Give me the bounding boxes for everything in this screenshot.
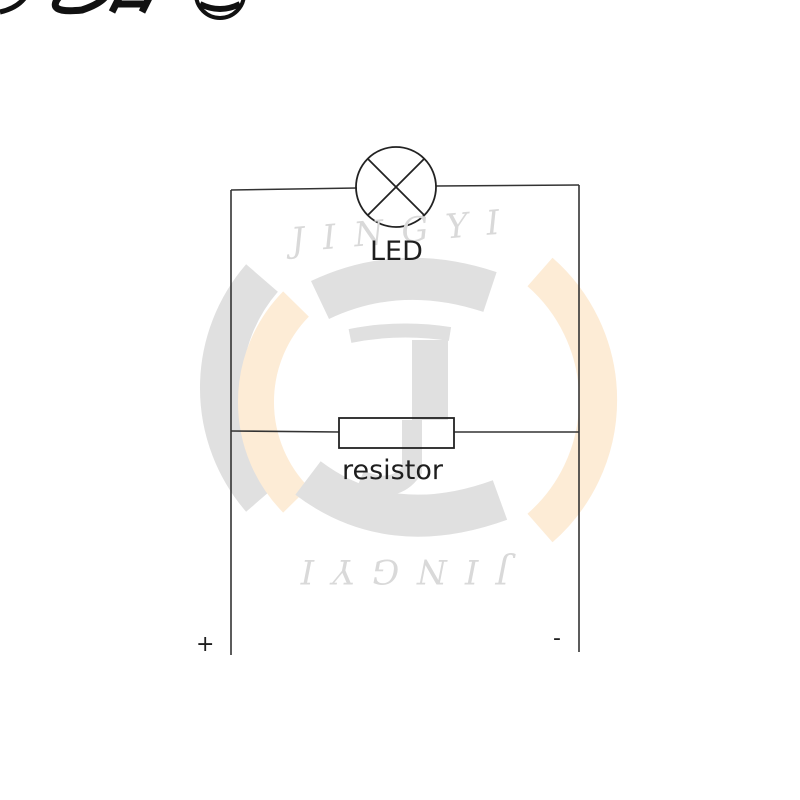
watermark-j-bar xyxy=(348,323,452,343)
led-cross-b xyxy=(367,158,425,216)
wires xyxy=(230,184,580,655)
negative-terminal-label: - xyxy=(553,626,561,651)
watermark-text-bottom: JINGYI xyxy=(283,551,516,591)
watermark-c-top xyxy=(310,257,497,320)
watermark-orange-right-arc xyxy=(527,257,618,543)
wire-top-left xyxy=(230,187,358,191)
resistor-label: resistor xyxy=(342,455,443,486)
watermark-grey-left-arc xyxy=(200,264,279,512)
watermark-j-hook xyxy=(356,420,422,496)
watermark-c-bottom xyxy=(295,460,508,537)
wire-top-right xyxy=(435,184,580,187)
watermark-orange-left-arc xyxy=(238,291,310,513)
watermark-logo xyxy=(200,257,618,543)
resistor-symbol xyxy=(338,417,455,449)
positive-terminal-label: + xyxy=(196,632,215,657)
led-label: LED xyxy=(370,236,423,267)
wire-middle-left xyxy=(230,430,340,433)
watermark-j-stem xyxy=(412,340,448,420)
led-circle xyxy=(355,146,437,228)
led-symbol xyxy=(355,146,437,228)
corner-logo xyxy=(0,0,246,20)
